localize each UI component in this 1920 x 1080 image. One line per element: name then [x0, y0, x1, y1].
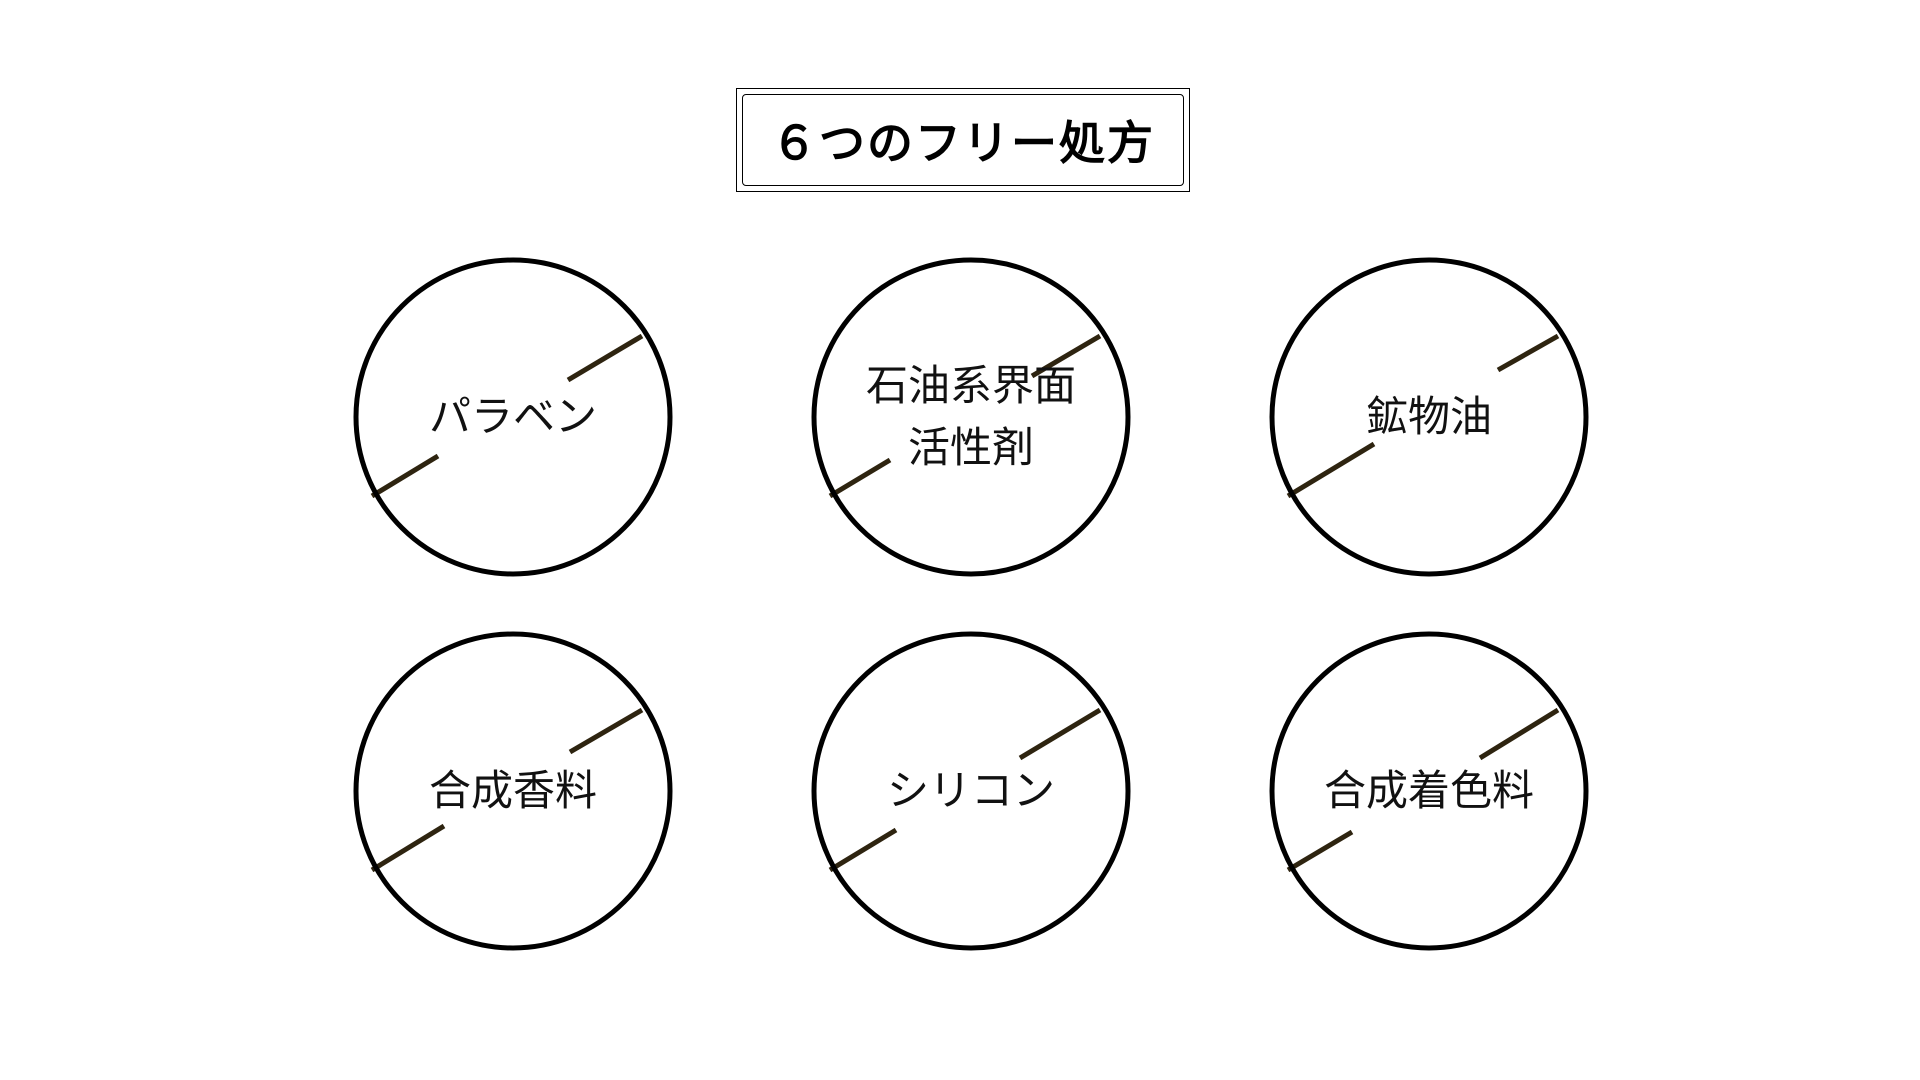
badge-label: 合成香料	[352, 630, 674, 952]
slash-lower	[1286, 829, 1354, 873]
slash-lower	[370, 453, 440, 499]
badge-label-line: 合成香料	[428, 766, 597, 815]
slash-upper	[566, 333, 644, 383]
page-title: ６つのフリー処方	[771, 116, 1155, 170]
free-badge-synthetic-fragrance: 合成香料	[352, 630, 674, 952]
ring	[1269, 257, 1589, 577]
badge-label: 合成着色料	[1268, 630, 1590, 952]
ring	[353, 631, 673, 951]
free-badge-synthetic-colorant: 合成着色料	[1268, 630, 1590, 952]
badge-label: シリコン	[810, 630, 1132, 952]
ring	[353, 257, 673, 577]
ring	[811, 631, 1131, 951]
badge-label-line: 活性剤	[907, 423, 1034, 472]
title-inner-frame: ６つのフリー処方	[742, 94, 1184, 186]
slash-upper	[1030, 333, 1102, 379]
prohibition-icon	[353, 631, 673, 951]
prohibition-icon	[353, 257, 673, 577]
ring	[1269, 631, 1589, 951]
title-frame: ６つのフリー処方	[736, 88, 1190, 192]
badge-label: 石油系界面 活性剤	[810, 256, 1132, 578]
slash-upper	[1018, 707, 1102, 761]
free-badge-paraben: パラベン	[352, 256, 674, 578]
ring	[811, 257, 1131, 577]
slash-lower	[1286, 441, 1376, 499]
badge-label-line: シリコン	[886, 766, 1055, 815]
slash-upper	[568, 707, 644, 755]
badge-label-line: 鉱物油	[1365, 392, 1492, 441]
slash-upper	[1478, 707, 1560, 761]
slash-lower	[828, 827, 898, 873]
badge-label-line: 石油系界面	[865, 361, 1076, 410]
badge-label-line: 合成着色料	[1323, 766, 1534, 815]
slash-upper	[1496, 333, 1560, 373]
prohibition-icon	[811, 257, 1131, 577]
badge-label: 鉱物油	[1268, 256, 1590, 578]
free-badge-silicone: シリコン	[810, 630, 1132, 952]
free-badge-petroleum-surfactant: 石油系界面 活性剤	[810, 256, 1132, 578]
badge-label: パラベン	[352, 256, 674, 578]
prohibition-icon	[1269, 257, 1589, 577]
slash-lower	[828, 457, 892, 499]
prohibition-icon	[1269, 631, 1589, 951]
prohibition-icon	[811, 631, 1131, 951]
free-badge-mineral-oil: 鉱物油	[1268, 256, 1590, 578]
slash-lower	[370, 823, 446, 873]
badge-label-line: パラベン	[428, 392, 597, 441]
